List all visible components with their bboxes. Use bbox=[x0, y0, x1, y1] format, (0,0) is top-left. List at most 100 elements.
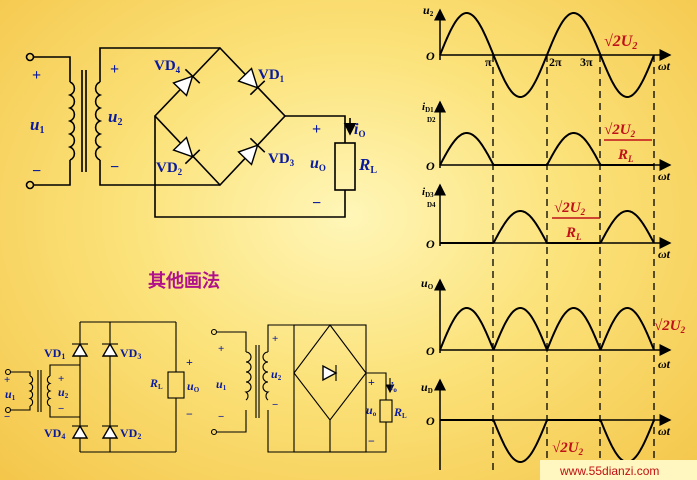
watermark-box bbox=[540, 460, 697, 480]
svg-text:−: − bbox=[58, 403, 64, 415]
vd4-label: VD4 bbox=[154, 58, 181, 75]
input-terminal-bottom bbox=[25, 180, 35, 190]
id12-axis-label: iD1 bbox=[422, 101, 434, 114]
alt1-u2-label: u2 bbox=[58, 385, 69, 400]
svg-text:D2: D2 bbox=[427, 116, 436, 124]
u2-plus: + bbox=[110, 61, 119, 78]
alt-circuit-2: u1 u2 io uo RL + − + − + − bbox=[210, 324, 407, 453]
waveform-ud bbox=[440, 419, 655, 463]
main-bridge-circuit: + − u1 + − u2 VD4 VD1 VD2 VD3 + − uO iO … bbox=[25, 46, 377, 218]
uo-plus: + bbox=[312, 121, 321, 138]
alt2-u2-label: u2 bbox=[271, 367, 282, 382]
alt1-vd4-symbol bbox=[71, 424, 89, 439]
alt2-load-resistor bbox=[379, 399, 393, 423]
svg-text:√2U2: √2U2 bbox=[604, 122, 636, 139]
alt2-uo-label: uo bbox=[366, 403, 377, 418]
svg-text:ωt: ωt bbox=[658, 59, 671, 73]
alt1-u1-label: u1 bbox=[5, 387, 16, 402]
diode-vd2-symbol bbox=[172, 136, 201, 165]
secondary-coil bbox=[94, 81, 103, 161]
u2-label: u2 bbox=[108, 107, 122, 128]
waveform-uo bbox=[439, 307, 655, 353]
alt-circuit-1: VD1 VD3 VD4 VD2 u1 u2 RL uO + − + − + − bbox=[4, 321, 200, 453]
svg-text:ωt: ωt bbox=[658, 169, 671, 183]
tick-3pi: 3π bbox=[580, 55, 593, 69]
waveform-u2 bbox=[439, 12, 655, 98]
alt1-uo-label: uO bbox=[187, 379, 200, 394]
rl-label: RL bbox=[358, 155, 377, 176]
uo-axis-label: uO bbox=[421, 276, 434, 291]
axes-group bbox=[434, 8, 672, 470]
svg-text:ωt: ωt bbox=[658, 247, 671, 261]
watermark: www.55dianzi.com bbox=[559, 464, 659, 478]
svg-text:√2U2: √2U2 bbox=[554, 200, 586, 217]
alt2-primary-coil bbox=[244, 351, 252, 401]
svg-text:−: − bbox=[4, 411, 10, 423]
diode-vd3-symbol bbox=[237, 137, 266, 166]
vd3-label: VD3 bbox=[268, 151, 295, 168]
alt1-vd3-label: VD3 bbox=[120, 346, 141, 361]
primary-coil bbox=[67, 81, 76, 161]
u1-plus: + bbox=[32, 67, 41, 84]
tick-pi: π bbox=[485, 55, 492, 69]
alt1-vd1-symbol bbox=[71, 342, 89, 357]
svg-text:ωt: ωt bbox=[658, 357, 671, 371]
alt1-rl-label: RL bbox=[149, 376, 163, 391]
vd1-label: VD1 bbox=[258, 67, 285, 84]
svg-text:O: O bbox=[426, 159, 435, 173]
alt1-primary-coil bbox=[28, 375, 34, 407]
alt1-vd1-label: VD1 bbox=[44, 346, 65, 361]
svg-text:O: O bbox=[426, 49, 435, 63]
svg-text:RL: RL bbox=[617, 147, 634, 164]
svg-text:−: − bbox=[272, 399, 278, 411]
svg-text:RL: RL bbox=[565, 225, 582, 242]
ud-amplitude: √2U2 bbox=[552, 440, 584, 457]
svg-text:−: − bbox=[368, 434, 375, 448]
diode-vd4-symbol bbox=[172, 68, 201, 97]
id34-axis-label: iD3 bbox=[422, 186, 434, 199]
svg-text:+: + bbox=[186, 355, 193, 369]
svg-text:+: + bbox=[368, 375, 375, 389]
svg-text:O: O bbox=[426, 414, 435, 428]
u2-minus: − bbox=[110, 159, 119, 176]
alt2-rl-label: RL bbox=[393, 405, 407, 420]
waveform-panel: O O O O O ωt ωt ωt ωt ωt π 2π 3π u2 iD1 … bbox=[421, 3, 686, 470]
svg-text:+: + bbox=[58, 373, 64, 385]
svg-text:O: O bbox=[426, 237, 435, 251]
id34-amplitude: √2U2 RL bbox=[552, 200, 600, 242]
uo-amplitude: √2U2 bbox=[654, 318, 686, 335]
alt2-bridge-diode-symbol bbox=[322, 364, 338, 382]
svg-text:+: + bbox=[4, 374, 10, 386]
waveform-id1-id2 bbox=[439, 132, 654, 166]
u1-minus: − bbox=[32, 163, 41, 180]
vd2-label: VD2 bbox=[156, 160, 183, 177]
ud-axis-label: uD bbox=[421, 380, 433, 395]
load-resistor-rl bbox=[334, 142, 356, 191]
uo-minus: − bbox=[312, 195, 321, 212]
alt2-secondary-coil bbox=[262, 351, 270, 401]
alt1-vd2-symbol bbox=[101, 424, 119, 439]
input-terminal-top bbox=[25, 52, 35, 62]
id12-amplitude: √2U2 RL bbox=[604, 122, 652, 164]
tick-2pi: 2π bbox=[549, 55, 562, 69]
alt1-load-resistor bbox=[167, 371, 185, 399]
bridge-diamond bbox=[153, 46, 287, 187]
other-methods-label: 其他画法 bbox=[148, 270, 220, 292]
waveform-id3-id4 bbox=[440, 210, 655, 244]
svg-text:−: − bbox=[218, 411, 224, 423]
alt1-vd3-symbol bbox=[101, 342, 119, 357]
u2-amplitude: √2U2 bbox=[604, 33, 637, 52]
u2-axis-label: u2 bbox=[423, 3, 434, 18]
u1-label: u1 bbox=[30, 115, 44, 136]
alt1-vd2-label: VD2 bbox=[120, 426, 141, 441]
uo-label: uO bbox=[310, 155, 326, 173]
alt2-u1-label: u1 bbox=[216, 377, 227, 392]
svg-text:O: O bbox=[426, 344, 435, 358]
alt1-secondary-coil bbox=[46, 375, 52, 407]
svg-text:ωt: ωt bbox=[658, 424, 671, 438]
diode-vd1-symbol bbox=[237, 67, 266, 96]
io-label: iO bbox=[354, 121, 365, 139]
svg-text:+: + bbox=[272, 333, 278, 345]
